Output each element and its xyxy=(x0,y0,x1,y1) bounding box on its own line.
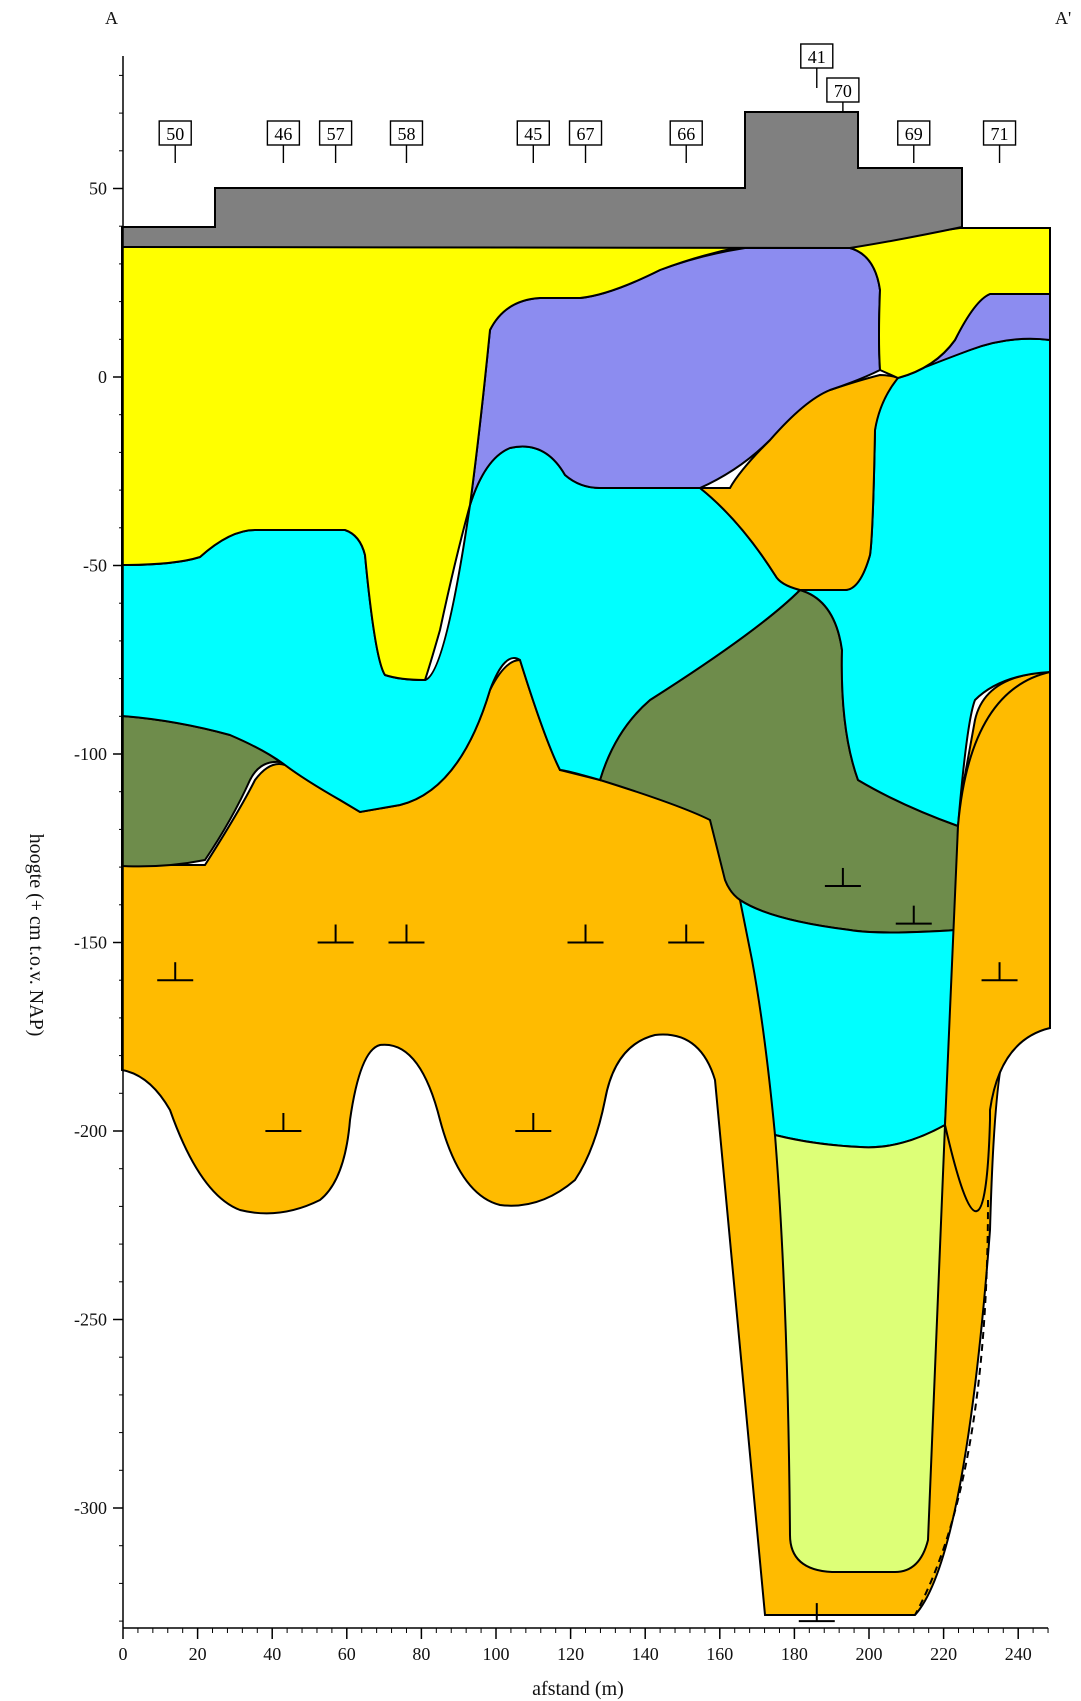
x-tick-label: 60 xyxy=(338,1644,356,1664)
boring-marker: 71 xyxy=(982,120,1017,163)
y-tick-label: -100 xyxy=(74,744,107,764)
find-symbol xyxy=(567,924,604,944)
boring-marker: 50 xyxy=(158,120,192,163)
boring-marker: 57 xyxy=(318,120,353,163)
boring-marker: 69 xyxy=(897,120,931,163)
boring-marker: 58 xyxy=(389,120,424,163)
find-symbol xyxy=(388,924,425,944)
y-tick-label: -150 xyxy=(74,933,107,953)
layer-yellow-left xyxy=(121,246,741,682)
boring-marker-label: 41 xyxy=(808,47,826,67)
boring-marker-label: 66 xyxy=(677,124,695,144)
find-symbols xyxy=(157,867,1018,1623)
find-symbol xyxy=(265,1113,302,1132)
find-symbol xyxy=(824,867,861,887)
y-tick-label: -300 xyxy=(74,1498,107,1518)
boring-marker-label: 58 xyxy=(397,124,415,144)
boring-marker-label: 45 xyxy=(524,124,542,144)
layers xyxy=(121,111,1051,1616)
boring-marker-box xyxy=(318,120,353,146)
boring-marker-box xyxy=(158,120,192,146)
boring-marker-label: 46 xyxy=(274,124,292,144)
find-symbol xyxy=(157,962,194,982)
y-axis-title: hoogte (+ cm t.o.v. NAP) xyxy=(25,834,47,1037)
boring-marker-box xyxy=(982,120,1017,146)
x-tick-label: 140 xyxy=(632,1644,659,1664)
find-symbol xyxy=(317,924,354,944)
x-tick-label: 180 xyxy=(781,1644,808,1664)
layer-pale-yellow-green xyxy=(773,1123,947,1573)
boring-marker-box xyxy=(266,120,301,146)
section-end-label: A' xyxy=(1055,8,1071,28)
boring-marker-box xyxy=(516,120,550,146)
boring-marker-label: 69 xyxy=(905,124,923,144)
dashed-boundary-line xyxy=(914,1199,989,1616)
boring-marker: 41 xyxy=(800,43,834,88)
find-symbol xyxy=(895,905,932,925)
find-symbol xyxy=(515,1113,552,1132)
y-tick-label: 50 xyxy=(89,179,107,199)
boring-marker-box xyxy=(389,120,424,146)
y-tick-label: -50 xyxy=(83,556,107,576)
find-symbol xyxy=(798,1603,835,1623)
x-tick-label: 160 xyxy=(706,1644,733,1664)
x-tick-label: 0 xyxy=(119,1644,128,1664)
x-tick-label: 120 xyxy=(557,1644,584,1664)
boring-marker: 45 xyxy=(516,120,550,163)
x-tick-label: 220 xyxy=(930,1644,957,1664)
section-start-label: A xyxy=(105,8,118,28)
boring-marker: 67 xyxy=(568,120,603,163)
boring-marker: 46 xyxy=(266,120,301,163)
x-tick-label: 20 xyxy=(189,1644,207,1664)
x-tick-label: 240 xyxy=(1005,1644,1032,1664)
boring-marker-label: 70 xyxy=(834,81,852,101)
boring-marker-box xyxy=(826,77,860,103)
boring-markers: 50 46 57 58 45 67 66 41 70 69 71 xyxy=(158,43,1017,163)
axes: 50 0 -50 -100 -150 -200 -250 -300 0 20 40 60 80 100 12… xyxy=(74,56,1049,1664)
boring-marker-label: 67 xyxy=(577,124,595,144)
layer-orange-right xyxy=(943,670,1051,1213)
find-symbol xyxy=(668,924,705,944)
x-axis-title: afstand (m) xyxy=(532,1678,624,1700)
x-tick-label: 40 xyxy=(263,1644,281,1664)
layer-cyan-main xyxy=(121,337,1051,828)
x-tick-label: 100 xyxy=(483,1644,510,1664)
boring-marker: 70 xyxy=(826,77,860,112)
find-symbol xyxy=(981,962,1018,982)
boring-marker-label: 50 xyxy=(166,124,184,144)
y-tick-label: 0 xyxy=(98,367,107,387)
layer-gray-fill xyxy=(121,111,963,250)
x-tick-label: 200 xyxy=(856,1644,883,1664)
x-tick-label: 80 xyxy=(412,1644,430,1664)
y-tick-label: -250 xyxy=(74,1310,107,1330)
layer-cyan-lower xyxy=(738,897,958,1149)
y-tick-label: -200 xyxy=(74,1121,107,1141)
boring-marker-label: 57 xyxy=(327,124,345,144)
boring-marker-label: 71 xyxy=(991,124,1009,144)
boring-marker: 66 xyxy=(669,120,703,163)
